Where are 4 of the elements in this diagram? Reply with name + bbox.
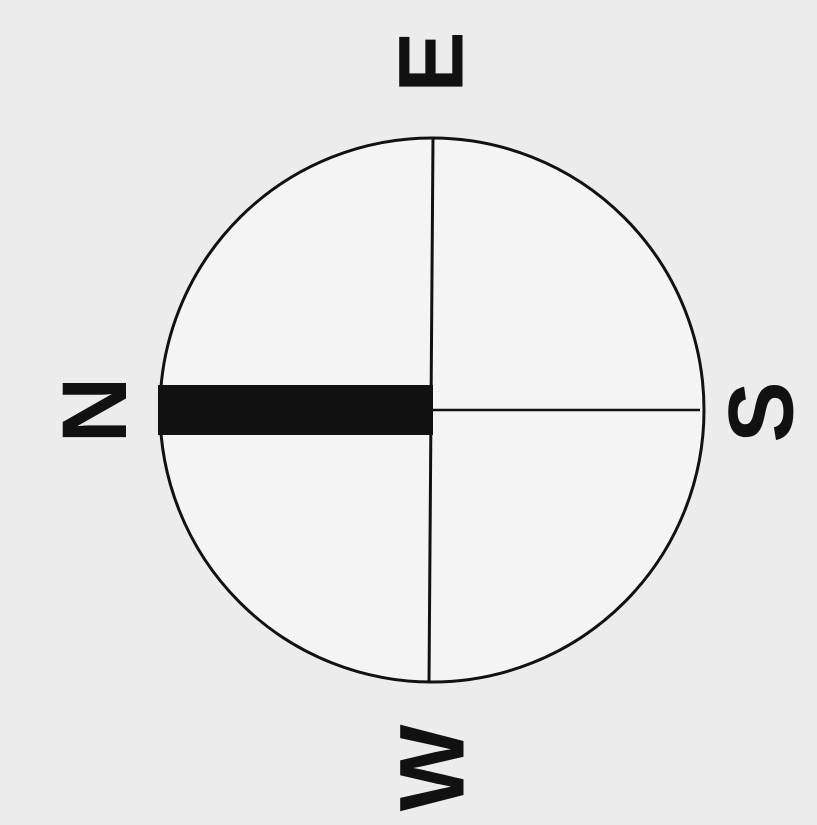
direction-letter: W (386, 724, 478, 812)
direction-letter: S (716, 381, 808, 443)
direction-letter: N (49, 376, 141, 444)
direction-letter: E (386, 31, 478, 93)
